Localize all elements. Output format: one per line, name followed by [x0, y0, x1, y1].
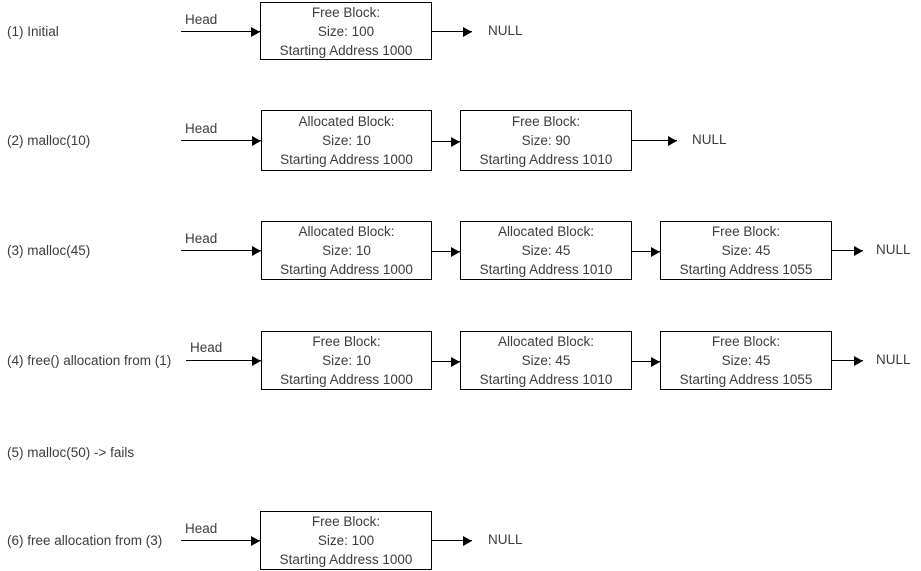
null-terminator-label: NULL	[488, 23, 523, 38]
head-pointer-arrowhead-icon	[252, 246, 261, 256]
step-label: (5) malloc(50) -> fails	[7, 445, 135, 460]
memory-block-allocated: Allocated Block: Size: 45 Starting Address…	[460, 331, 632, 390]
step-label: (1) Initial	[7, 24, 59, 39]
block-line: Starting Address 1000	[280, 152, 413, 167]
null-pointer-arrowhead-icon	[854, 356, 863, 366]
block-line: Size: 100	[317, 533, 375, 548]
head-pointer-line	[181, 140, 261, 141]
next-pointer-line	[632, 250, 660, 252]
next-pointer-line	[432, 360, 460, 362]
next-pointer-line	[432, 250, 460, 252]
memory-block-free: Free Block: Size: 45 Starting Address 1055	[660, 331, 832, 390]
block-line: Free Block:	[311, 514, 381, 529]
null-terminator-label: NULL	[488, 532, 523, 547]
next-pointer-arrowhead-icon	[651, 356, 660, 367]
block-line: Starting Address 1000	[279, 42, 413, 58]
next-pointer-arrowhead-icon	[451, 356, 460, 367]
block-line: Size: 45	[721, 353, 771, 368]
block-line: Size: 100	[317, 23, 375, 39]
null-pointer-line	[432, 31, 472, 32]
block-line: Free Block:	[312, 334, 381, 349]
next-pointer-arrowhead-icon	[451, 246, 460, 257]
block-line: Starting Address 1000	[280, 372, 413, 387]
null-terminator-label: NULL	[876, 242, 911, 257]
head-pointer-arrowhead-icon	[252, 136, 261, 146]
block-line: Starting Address 1055	[679, 372, 813, 387]
memory-block-allocated: Allocated Block: Size: 45 Starting Address…	[460, 221, 632, 280]
block-line: Free Block:	[511, 114, 581, 129]
block-line: Starting Address 1000	[280, 262, 413, 277]
block-line: Starting Address 1010	[479, 152, 613, 167]
null-pointer-arrowhead-icon	[463, 536, 472, 546]
head-pointer-arrowhead-icon	[251, 27, 260, 37]
head-pointer-line	[186, 360, 261, 361]
head-pointer-line	[181, 250, 261, 251]
step-label: (6) free allocation from (3)	[7, 533, 163, 548]
block-line: Starting Address 1010	[479, 262, 613, 277]
head-pointer-label: Head	[185, 231, 218, 246]
next-pointer-arrowhead-icon	[451, 136, 460, 147]
block-line: Size: 45	[521, 243, 571, 258]
memory-block-free: Free Block: Size: 90 Starting Address 1010	[460, 110, 632, 171]
next-pointer-arrowhead-icon	[651, 246, 660, 257]
null-pointer-arrowhead-icon	[463, 27, 472, 37]
block-line: Size: 45	[521, 353, 571, 368]
block-line: Free Block:	[311, 4, 381, 20]
block-line: Starting Address 1000	[279, 552, 413, 567]
block-line: Size: 45	[721, 243, 771, 258]
memory-block-allocated: Allocated Block: Size: 10 Starting Address…	[261, 221, 432, 280]
null-pointer-arrowhead-icon	[668, 136, 677, 146]
null-terminator-label: NULL	[692, 132, 727, 147]
block-line: Size: 90	[521, 133, 571, 148]
step-label: (3) malloc(45)	[7, 243, 91, 258]
block-line: Free Block:	[711, 334, 781, 349]
block-line: Allocated Block:	[298, 224, 395, 239]
null-pointer-line	[832, 250, 863, 251]
head-pointer-arrowhead-icon	[251, 536, 260, 546]
head-pointer-label: Head	[185, 12, 218, 27]
memory-block-allocated: Allocated Block: Size: 10 Starting Address…	[261, 110, 432, 171]
head-pointer-arrowhead-icon	[252, 356, 261, 366]
head-pointer-line	[181, 31, 260, 32]
block-line: Starting Address 1010	[479, 372, 613, 387]
block-line: Allocated Block:	[497, 334, 595, 349]
head-pointer-label: Head	[185, 521, 218, 536]
memory-block-free: Free Block: Size: 45 Starting Address 1055	[660, 221, 832, 280]
head-pointer-label: Head	[190, 340, 223, 355]
step-label: (2) malloc(10)	[7, 133, 91, 148]
head-pointer-label: Head	[185, 121, 218, 136]
block-line: Size: 10	[322, 133, 371, 148]
next-pointer-line	[632, 360, 660, 362]
null-pointer-arrowhead-icon	[854, 246, 863, 256]
null-terminator-label: NULL	[876, 352, 911, 367]
next-pointer-line	[432, 140, 460, 142]
head-pointer-line	[181, 540, 260, 541]
block-line: Size: 10	[322, 243, 371, 258]
null-pointer-line	[832, 360, 863, 361]
block-line: Allocated Block:	[497, 224, 595, 239]
block-line: Allocated Block:	[298, 114, 395, 129]
memory-block-free: Free Block: Size: 10 Starting Address 1000	[261, 331, 432, 390]
null-pointer-line	[632, 140, 677, 141]
block-line: Free Block:	[711, 224, 781, 239]
block-line: Starting Address 1055	[679, 262, 813, 277]
block-line: Size: 10	[322, 353, 371, 368]
step-label: (4) free() allocation from (1)	[7, 353, 172, 368]
null-pointer-line	[432, 540, 472, 541]
